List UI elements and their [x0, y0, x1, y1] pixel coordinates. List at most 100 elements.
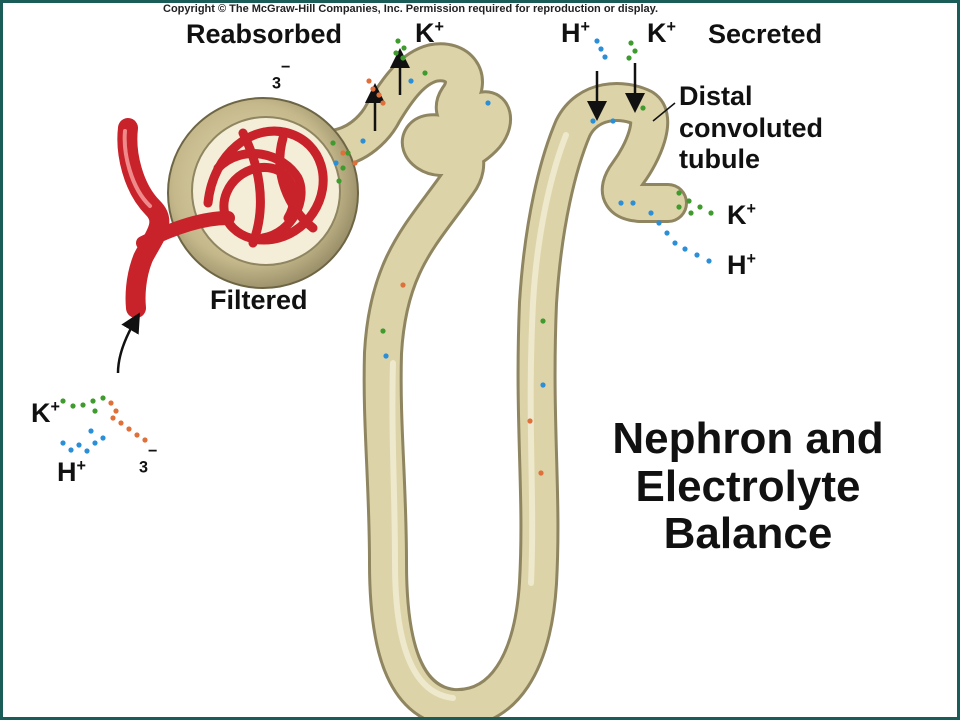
ion-dot [84, 448, 90, 454]
ion-dot [640, 105, 646, 111]
ion-dot [60, 440, 66, 446]
ion-h-blood: H+ [57, 457, 86, 487]
distal-convoluted-tubule-label: Distal convoluted tubule [679, 81, 823, 176]
ion-dots [60, 38, 714, 476]
nephron-diagram [60, 38, 714, 717]
ion-dot [76, 442, 82, 448]
ion-dot [134, 432, 140, 438]
ion-dot [126, 426, 132, 432]
afferent-arteriole-shine [122, 129, 152, 208]
ion-dot [672, 240, 678, 246]
ion-dot [706, 258, 712, 264]
afferent-arteriole [117, 118, 170, 318]
distal-label-line1: Distal [679, 81, 753, 111]
ion-hco3-reabsorbed: 3− [272, 58, 291, 93]
ion-dot [380, 100, 386, 106]
ion-dot [610, 118, 616, 124]
ion-dot [88, 428, 94, 434]
ion-dot [694, 252, 700, 258]
ion-dot [92, 440, 98, 446]
ion-dot [352, 160, 358, 166]
ion-dot [602, 54, 608, 60]
ion-h-distal: H+ [727, 250, 756, 280]
ion-k-reabsorbed: K+ [415, 18, 444, 48]
tubule-fill [321, 45, 685, 717]
ion-dot [697, 204, 703, 210]
glomerulus [203, 126, 328, 248]
ion-dot [110, 415, 116, 421]
ion-dot [333, 160, 339, 166]
reabsorbed-label: Reabsorbed [186, 19, 343, 49]
slide-title: Nephron and Electrolyte Balance [563, 415, 933, 558]
ion-dot [656, 220, 662, 226]
ion-dot [90, 398, 96, 404]
ion-dot [70, 403, 76, 409]
ion-k-distal: K+ [727, 200, 756, 230]
ion-dot [393, 50, 399, 56]
ion-dot [590, 118, 596, 124]
blood-vessels [117, 118, 235, 318]
ion-dot [408, 78, 414, 84]
ion-hco3-blood: 3− [139, 442, 158, 477]
ion-dot [92, 408, 98, 414]
ion-dot [527, 418, 533, 424]
ion-dot [540, 318, 546, 324]
renal-tubule [318, 42, 688, 717]
ion-dot [345, 150, 351, 156]
ion-dot [330, 140, 336, 146]
distal-label-line2: convoluted [679, 112, 824, 143]
title-line3: Balance [663, 509, 833, 559]
ion-dot [630, 200, 636, 206]
ion-dot [80, 402, 86, 408]
ion-dot [485, 100, 491, 106]
ion-dot [68, 447, 74, 453]
distal-pointer-line [652, 102, 676, 122]
copyright-notice: Copyright © The McGraw-Hill Companies, I… [163, 3, 659, 15]
ion-dot [682, 246, 688, 252]
secreted-label: Secreted [708, 19, 823, 49]
ion-dot [336, 178, 342, 184]
ion-dot [340, 165, 346, 171]
ion-dot [376, 92, 382, 98]
title-line1: Nephron and [612, 414, 884, 463]
ion-dot [676, 190, 682, 196]
filtered-arrow [116, 312, 141, 374]
ion-dot [618, 200, 624, 206]
ion-dot [401, 45, 407, 51]
tubule-highlight [389, 132, 569, 701]
distal-label-line3: tubule [679, 144, 760, 175]
ion-dot [118, 420, 124, 426]
ion-dot [626, 55, 632, 61]
ion-dot [340, 150, 346, 156]
efferent-arteriole [136, 211, 235, 250]
ion-dot [540, 382, 546, 388]
ion-dot [60, 398, 66, 404]
ion-dot [370, 86, 376, 92]
ion-dot [142, 437, 148, 443]
ion-dot [648, 210, 654, 216]
ion-dot [708, 210, 714, 216]
ion-dot [598, 46, 604, 52]
ion-dot [108, 400, 114, 406]
ion-dot [360, 138, 366, 144]
ion-dot [100, 395, 106, 401]
ion-dot [664, 230, 670, 236]
ion-dot [400, 282, 406, 288]
ion-dot [688, 210, 694, 216]
ion-dot [383, 353, 389, 359]
ion-dot [686, 198, 692, 204]
ion-k-blood: K+ [31, 398, 60, 428]
ion-dot [100, 435, 106, 441]
ion-dot [676, 204, 682, 210]
ion-dot [380, 328, 386, 334]
filtered-label: Filtered [210, 285, 308, 315]
ion-dot [113, 408, 119, 414]
arrows [116, 48, 676, 374]
ion-k-secreted: K+ [647, 18, 676, 48]
slide-panel: Copyright © The McGraw-Hill Companies, I… [3, 3, 957, 717]
title-line2: Electrolyte [635, 461, 861, 511]
ion-dot [400, 55, 406, 61]
ion-dot [538, 470, 544, 476]
ion-dot [594, 38, 600, 44]
